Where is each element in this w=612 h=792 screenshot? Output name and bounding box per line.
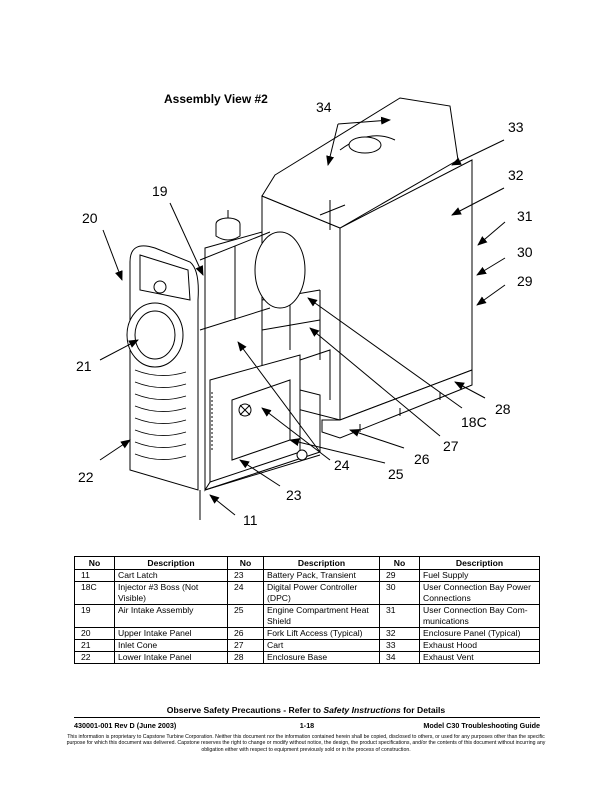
- part-no: 22: [74, 651, 115, 664]
- callout-19: 19: [152, 183, 168, 199]
- part-no: 33: [379, 639, 420, 652]
- callout-28: 28: [495, 401, 511, 417]
- header-no: No: [227, 556, 264, 570]
- safety-suffix: for Details: [400, 705, 446, 715]
- parts-table: No Description No Description No Descrip…: [74, 556, 540, 664]
- document-number: 430001-001 Rev D (June 2003): [74, 721, 177, 730]
- part-description: Exhaust Hood: [419, 639, 540, 652]
- safety-prefix: Observe Safety Precautions - Refer to: [166, 705, 324, 715]
- safety-notice: Observe Safety Precautions - Refer to Sa…: [0, 705, 612, 715]
- table-row: 20 Upper Intake Panel 26 Fork Lift Acces…: [74, 627, 540, 640]
- table-row: 21 Inlet Cone 27 Cart 33 Exhaust Hood: [74, 639, 540, 652]
- part-no: 34: [379, 651, 420, 664]
- header-description: Description: [419, 556, 540, 570]
- callout-31: 31: [517, 208, 533, 224]
- safety-instructions-reference: Safety Instructions: [323, 705, 401, 715]
- part-description: Inlet Cone: [114, 639, 228, 652]
- callout-33: 33: [508, 119, 524, 135]
- guide-title: Model C30 Troubleshooting Guide: [423, 721, 540, 730]
- part-description: Enclosure Base: [263, 651, 380, 664]
- part-description: User Connection Bay Com-munications: [419, 604, 540, 628]
- part-description: Cart Latch: [114, 569, 228, 582]
- callout-21: 21: [76, 358, 92, 374]
- part-description: Injector #3 Boss (Not Visible): [114, 581, 228, 605]
- part-description: Enclosure Panel (Typical): [419, 627, 540, 640]
- part-no: 29: [379, 569, 420, 582]
- callout-25: 25: [388, 466, 404, 482]
- part-description: Digital Power Controller (DPC): [263, 581, 380, 605]
- part-no: 32: [379, 627, 420, 640]
- page-title: Assembly View #2: [164, 92, 268, 106]
- callout-18c: 18C: [461, 414, 487, 430]
- callout-26: 26: [414, 451, 430, 467]
- table-row: 19 Air Intake Assembly 25 Engine Compart…: [74, 604, 540, 628]
- part-no: 26: [227, 627, 264, 640]
- assembly-drawing: [99, 97, 506, 520]
- callout-30: 30: [517, 244, 533, 260]
- part-description: Lower Intake Panel: [114, 651, 228, 664]
- part-no: 25: [227, 604, 264, 628]
- part-no: 18C: [74, 581, 115, 605]
- part-no: 31: [379, 604, 420, 628]
- callout-23: 23: [286, 487, 302, 503]
- part-no: 24: [227, 581, 264, 605]
- footer-divider: [74, 717, 540, 718]
- part-description: Upper Intake Panel: [114, 627, 228, 640]
- callout-24: 24: [334, 457, 350, 473]
- callout-22: 22: [78, 469, 94, 485]
- header-description: Description: [263, 556, 380, 570]
- page-number: 1-18: [299, 721, 315, 730]
- part-no: 30: [379, 581, 420, 605]
- part-description: Battery Pack, Transient: [263, 569, 380, 582]
- table-row: 11 Cart Latch 23 Battery Pack, Transient…: [74, 569, 540, 582]
- table-header: No Description No Description No Descrip…: [74, 556, 540, 570]
- part-description: Cart: [263, 639, 380, 652]
- part-description: Fuel Supply: [419, 569, 540, 582]
- callout-11: 11: [243, 512, 258, 528]
- table-row: 18C Injector #3 Boss (Not Visible) 24 Di…: [74, 581, 540, 605]
- part-no: 19: [74, 604, 115, 628]
- callout-32: 32: [508, 167, 524, 183]
- part-no: 21: [74, 639, 115, 652]
- part-description: Engine Compartment Heat Shield: [263, 604, 380, 628]
- part-no: 20: [74, 627, 115, 640]
- header-no: No: [379, 556, 420, 570]
- callout-20: 20: [82, 210, 98, 226]
- callout-27: 27: [443, 438, 459, 454]
- part-description: User Connection Bay Power Connections: [419, 581, 540, 605]
- part-no: 23: [227, 569, 264, 582]
- table-row: 22 Lower Intake Panel 28 Enclosure Base …: [74, 651, 540, 664]
- part-no: 27: [227, 639, 264, 652]
- part-no: 11: [74, 569, 115, 582]
- proprietary-disclaimer: This information is proprietary to Capst…: [66, 734, 546, 753]
- part-description: Air Intake Assembly: [114, 604, 228, 628]
- callout-29: 29: [517, 273, 533, 289]
- part-description: Exhaust Vent: [419, 651, 540, 664]
- header-description: Description: [114, 556, 228, 570]
- callout-34: 34: [316, 99, 332, 115]
- header-no: No: [74, 556, 115, 570]
- part-no: 28: [227, 651, 264, 664]
- part-description: Fork Lift Access (Typical): [263, 627, 380, 640]
